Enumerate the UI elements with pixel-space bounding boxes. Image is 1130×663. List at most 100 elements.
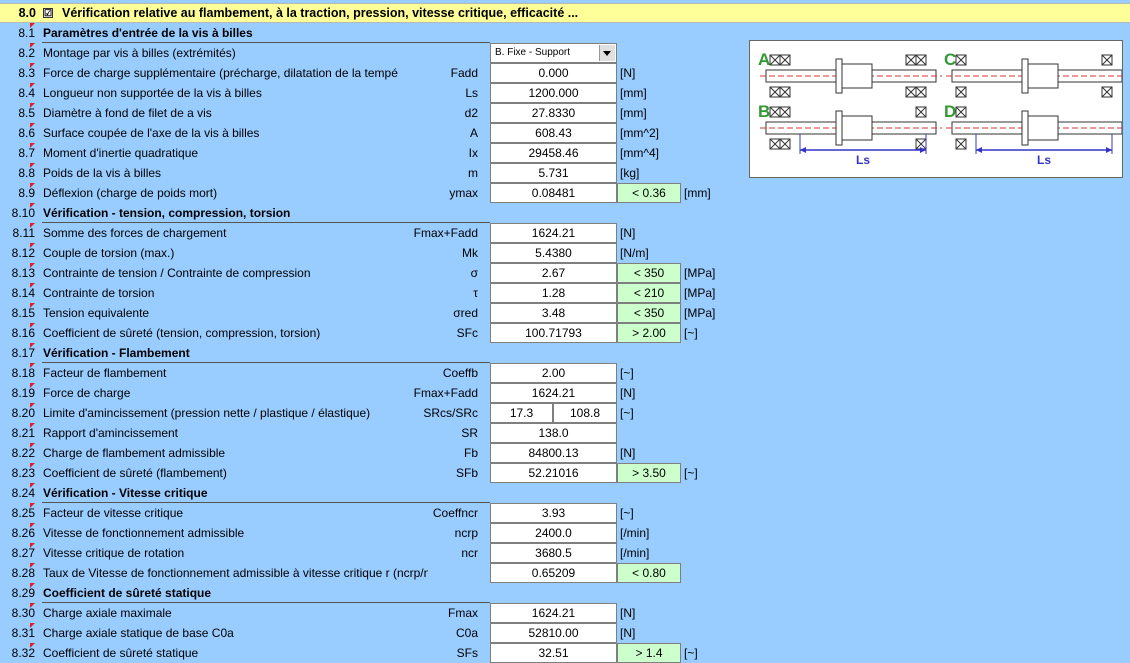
dimension-arrow — [1106, 147, 1112, 153]
parameter-row: 8.6 Surface coupée de l'axe de la vis à b… — [0, 123, 760, 143]
unit-label: [~] — [684, 326, 698, 340]
nut-body — [1027, 115, 1059, 141]
row-label: Diamètre à fond de filet de a vis — [43, 106, 212, 120]
value-cell: 608.43 — [490, 123, 617, 143]
value-cell-1: 17.3 — [490, 403, 553, 423]
row-symbol: SFb — [455, 466, 478, 480]
bearing-cross — [769, 86, 781, 98]
row-number: 8.25 — [11, 506, 35, 520]
limit-cell: < 350 — [617, 263, 681, 283]
bearing-cross — [905, 86, 917, 98]
value-input[interactable]: 1200.000 — [490, 83, 617, 103]
value-cell: 2400.0 — [490, 523, 617, 543]
nut-flange — [1021, 58, 1029, 94]
bearing-cross — [769, 138, 781, 150]
row-label: Force de charge — [43, 386, 131, 400]
nut-flange — [835, 58, 843, 94]
section-heading: Vérification - Flambement — [43, 346, 190, 360]
dimension-label-ls: Ls — [1037, 153, 1051, 167]
dimension-arrow — [920, 147, 926, 153]
value-input[interactable]: 52810.00 — [490, 623, 617, 643]
select-value: B. Fixe - Support — [495, 47, 571, 58]
comment-marker-icon — [30, 303, 35, 308]
row-number: 8.12 — [11, 246, 35, 260]
bearing-cross — [779, 106, 791, 118]
row-symbol: C0a — [455, 626, 478, 640]
limit-cell: < 350 — [617, 303, 681, 323]
chevron-down-icon[interactable] — [599, 45, 615, 61]
row-symbol: d2 — [464, 106, 478, 120]
value-cell: 0.65209 — [490, 563, 617, 583]
dimension-label-ls: Ls — [856, 153, 870, 167]
value-input[interactable]: 0.000 — [490, 63, 617, 83]
value-cell: 32.51 — [490, 643, 617, 663]
value-cell: 5.4380 — [490, 243, 617, 263]
row-number: 8.11 — [12, 226, 35, 240]
comment-marker-icon — [30, 563, 35, 568]
bearing-cross — [915, 138, 927, 150]
value-cell: 138.0 — [490, 423, 617, 443]
row-number: 8.31 — [11, 626, 35, 640]
row-symbol: ncrp — [454, 526, 478, 540]
unit-label: [N] — [620, 606, 636, 620]
unit-label: [mm] — [684, 186, 711, 200]
row-label: Rapport d'amincissement — [43, 426, 179, 440]
nut-body — [841, 63, 873, 89]
bearing-cross — [955, 86, 967, 98]
row-symbol: Mk — [462, 246, 478, 260]
unit-label: [~] — [620, 506, 634, 520]
row-symbol: SFc — [456, 326, 478, 340]
row-number: 8.26 — [11, 526, 35, 540]
unit-label: [mm^4] — [620, 146, 659, 160]
unit-label: [~] — [620, 406, 634, 420]
value-cell: 1624.21 — [490, 223, 617, 243]
row-number: 8.6 — [18, 126, 35, 140]
unit-label: [N] — [620, 446, 636, 460]
row-label: Vitesse de fonctionnement admissible — [43, 526, 245, 540]
mounting-type-select[interactable]: B. Fixe - Support — [490, 43, 617, 63]
value-input[interactable]: 2.00 — [490, 363, 617, 383]
nut-flange — [835, 110, 843, 146]
unit-label: [N] — [620, 626, 636, 640]
row-symbol: Ls — [465, 86, 478, 100]
unit-label: [MPa] — [684, 286, 716, 300]
limit-cell: > 2.00 — [617, 323, 681, 343]
value-cell: 3.48 — [490, 303, 617, 323]
comment-marker-icon — [30, 203, 35, 208]
comment-marker-icon — [30, 463, 35, 468]
unit-label: [/min] — [620, 526, 650, 540]
row-label: Limite d'amincissement (pression nette /… — [43, 406, 371, 420]
row-number: 8.23 — [11, 466, 35, 480]
section-divider — [42, 602, 490, 603]
row-symbol: Ix — [468, 146, 478, 160]
unit-label: [kg] — [620, 166, 640, 180]
section-row: 8.17 Vérification - Flambement — [0, 343, 760, 363]
row-symbol: Fmax+Fadd — [413, 226, 478, 240]
row-number: 8.20 — [11, 406, 35, 420]
bearing-cross — [955, 54, 967, 66]
comment-marker-icon — [30, 623, 35, 628]
comment-marker-icon — [30, 323, 35, 328]
row-label: Force de charge supplémentaire (précharg… — [43, 66, 398, 80]
dimension-arrow — [800, 147, 806, 153]
row-number: 8.5 — [18, 106, 35, 120]
section-divider — [42, 362, 490, 363]
nut-flange — [1021, 110, 1029, 146]
row-label: Surface coupée de l'axe de la vis à bill… — [43, 126, 260, 140]
parameter-row: 8.26 Vitesse de fonctionnement admissible… — [0, 523, 760, 543]
row-number: 8.27 — [11, 546, 35, 560]
row-number: 8.17 — [11, 346, 35, 360]
comment-marker-icon — [30, 43, 35, 48]
value-cell: 0.08481 — [490, 183, 617, 203]
section-checkbox[interactable]: ☑ — [43, 8, 53, 18]
row-label: Montage par vis à billes (extrémités) — [43, 46, 236, 60]
